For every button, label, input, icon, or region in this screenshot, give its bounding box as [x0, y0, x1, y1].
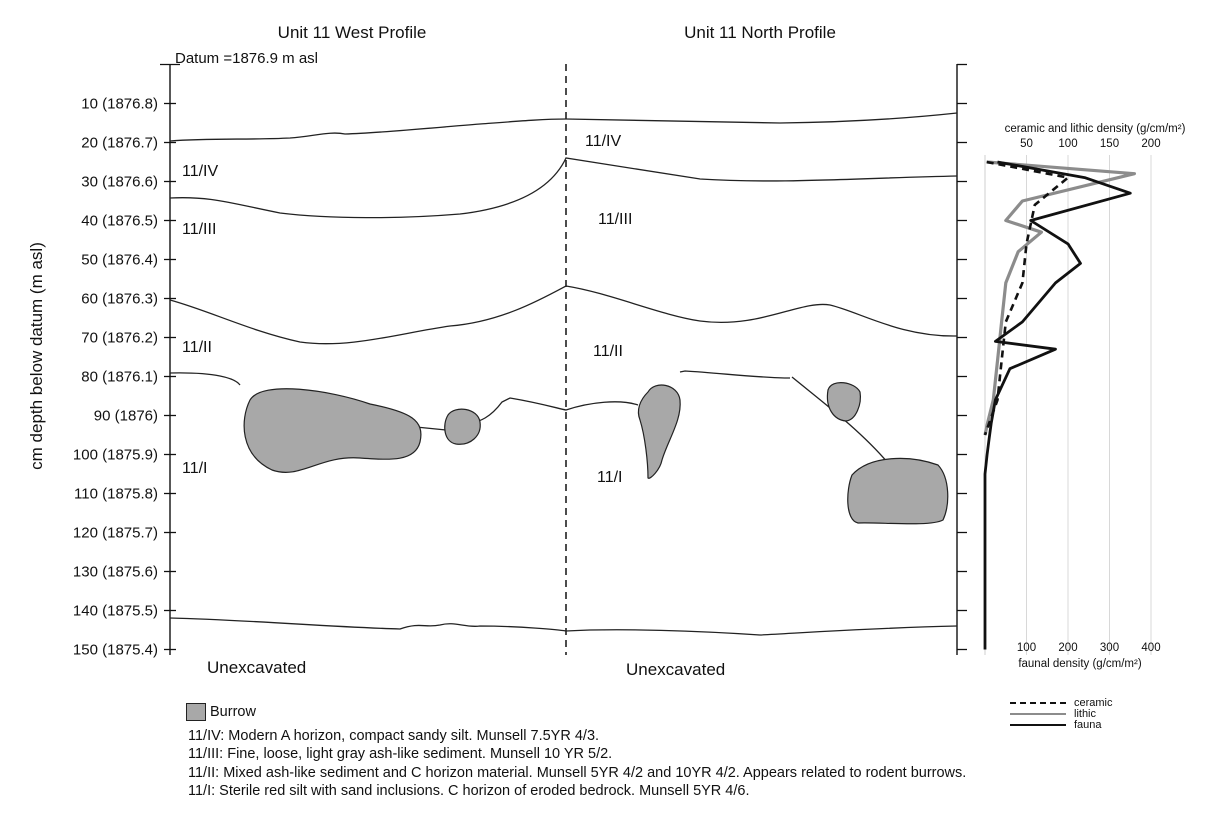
bottom-tick-label: 400 — [1141, 642, 1160, 654]
base-boundary — [169, 617, 958, 636]
west-unit-i-label: 11/I — [182, 460, 208, 477]
unit-ii-description: 11/II: Mixed ash-like sediment and C hor… — [188, 764, 967, 781]
legend-label-ceramic: ceramic — [1074, 696, 1113, 709]
north-unit-i-label: 11/I — [597, 469, 623, 486]
series-legend: ceramic lithic fauna — [1010, 696, 1113, 731]
surface-boundary — [169, 112, 958, 142]
west-unit-ii-label: 11/II — [182, 339, 212, 356]
west-unit-iii-label: 11/III — [182, 221, 216, 238]
datum-label: Datum =1876.9 m asl — [175, 50, 318, 67]
unit-iv-description: 11/IV: Modern A horizon, compact sandy s… — [188, 727, 600, 744]
legend-row-fauna: fauna — [1010, 718, 1113, 731]
north-profile-title: Unit 11 North Profile — [684, 23, 836, 42]
burrow-north-small — [826, 382, 861, 422]
series-line-lithic — [983, 160, 1137, 436]
burrow-north-vertical — [637, 384, 681, 479]
bottom-axis-label: faunal density (g/cm/m²) — [1018, 658, 1142, 670]
legend-line-lithic — [1010, 712, 1066, 715]
bottom-tick-label: 200 — [1058, 642, 1077, 654]
depth-tick-label: 30 (1876.6) — [81, 174, 158, 191]
depth-tick-label: 90 (1876) — [94, 408, 158, 425]
top-axis-ticks: 50 100 150 200 — [1020, 138, 1160, 150]
west-unit-iv-label: 11/IV — [182, 163, 219, 180]
depth-tick-label: 70 (1876.2) — [81, 330, 158, 347]
left-depth-ticks: 10 (1876.8) 20 (1876.7) 30 (1876.6) 40 (187… — [73, 63, 180, 659]
depth-tick-label: 80 (1876.1) — [81, 369, 158, 386]
legend-row-lithic: lithic — [1010, 707, 1113, 720]
depth-tick-label: 10 (1876.8) — [81, 96, 158, 113]
burrow-legend-label: Burrow — [210, 704, 256, 720]
depth-tick-label: 100 (1875.9) — [73, 447, 158, 464]
burrow-north-large — [847, 457, 949, 525]
burrow-west-large — [243, 388, 422, 473]
burrow-west-small — [444, 408, 481, 445]
unexcavated-north-label: Unexcavated — [626, 660, 725, 679]
unit-iii-description: 11/III: Fine, loose, light gray ash-like… — [188, 746, 613, 762]
north-unit-iv-label: 11/IV — [585, 133, 622, 150]
depth-tick-label: 110 (1875.8) — [74, 486, 158, 503]
depth-tick-label: 150 (1875.4) — [73, 642, 158, 659]
bottom-tick-label: 300 — [1100, 642, 1119, 654]
burrow-swatch — [186, 703, 206, 722]
depth-tick-label: 140 (1875.5) — [73, 603, 158, 620]
series-line-fauna — [983, 160, 1132, 650]
legend: Burrow 11/IV: Modern A horizon, compact … — [186, 703, 967, 801]
depth-tick-label: 20 (1876.7) — [81, 135, 158, 152]
density-series — [983, 160, 1137, 650]
unit-i-description: 11/I: Sterile red silt with sand inclusi… — [188, 783, 750, 799]
y-axis-label: cm depth below datum (m asl) — [27, 242, 46, 470]
top-tick-label: 150 — [1100, 138, 1119, 150]
bottom-tick-label: 100 — [1017, 642, 1036, 654]
bottom-axis-ticks: 100 200 300 400 — [1017, 642, 1161, 654]
density-gridlines — [1026, 155, 1152, 655]
depth-tick-label: 40 (1876.5) — [81, 213, 158, 230]
top-tick-label: 200 — [1141, 138, 1160, 150]
top-tick-label: 100 — [1058, 138, 1077, 150]
top-tick-label: 50 — [1020, 138, 1033, 150]
unexcavated-west-label: Unexcavated — [207, 658, 306, 677]
depth-tick-label: 60 (1876.3) — [81, 291, 158, 308]
iv-iii-boundary — [169, 157, 958, 219]
unit-labels: 11/IV 11/III 11/II 11/I 11/IV 11/III 11/… — [182, 133, 632, 486]
depth-tick-label: 120 (1875.7) — [73, 525, 158, 542]
right-depth-ticks — [957, 63, 967, 651]
legend-line-ceramic — [1010, 701, 1066, 704]
burrow-legend-row: Burrow — [186, 703, 966, 722]
depth-tick-label: 130 (1875.6) — [73, 564, 158, 581]
ii-i-boundary — [169, 370, 889, 464]
north-unit-ii-label: 11/II — [593, 343, 623, 360]
north-unit-iii-label: 11/III — [598, 211, 632, 228]
depth-tick-label: 50 (1876.4) — [81, 252, 158, 269]
legend-line-fauna — [1010, 723, 1066, 726]
legend-label-fauna: fauna — [1074, 718, 1102, 731]
top-axis-label: ceramic and lithic density (g/cm/m²) — [1005, 123, 1186, 135]
legend-label-lithic: lithic — [1074, 707, 1097, 720]
legend-row-ceramic: ceramic — [1010, 696, 1113, 709]
west-profile-title: Unit 11 West Profile — [278, 23, 427, 42]
iii-ii-boundary — [169, 285, 958, 345]
density-chart: ceramic and lithic density (g/cm/m²) 50 1… — [983, 123, 1186, 670]
